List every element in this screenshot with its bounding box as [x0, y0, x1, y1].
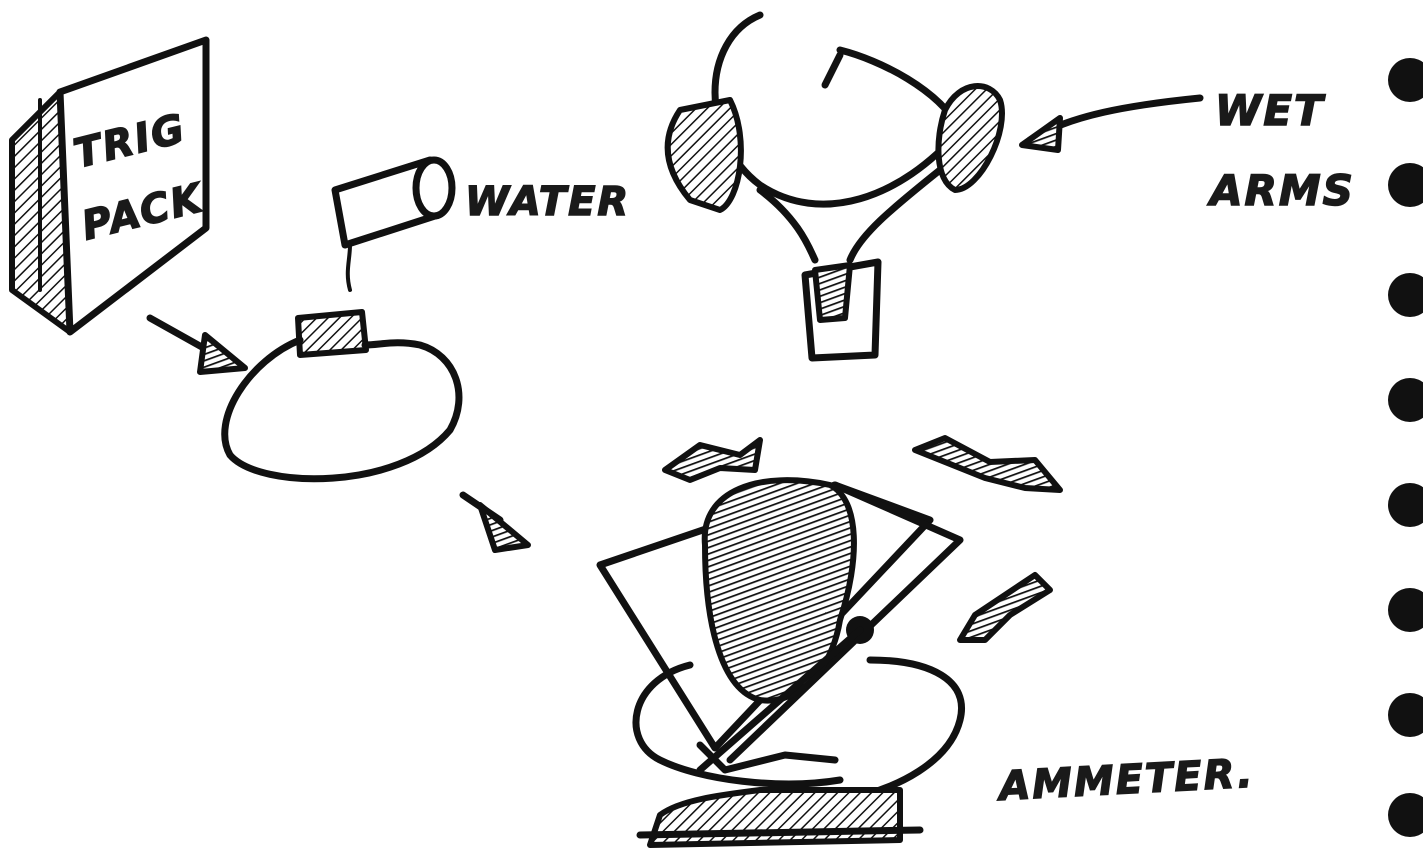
arrow-icon — [665, 440, 760, 480]
ammeter-label: AMMETER. — [995, 751, 1255, 810]
binding-hole-icon — [1388, 378, 1423, 422]
ammeter-device-icon — [600, 480, 962, 845]
binding-hole-icon — [1388, 483, 1423, 527]
binding-hole-icon — [1388, 163, 1423, 207]
wet-label-line1: WET — [1215, 86, 1326, 135]
binding-hole-icon — [1388, 693, 1423, 737]
binding-holes — [1388, 58, 1423, 837]
electrode-headband-icon — [668, 15, 1002, 358]
binding-hole-icon — [1388, 58, 1423, 102]
water-label: WATER — [465, 179, 630, 225]
binding-hole-icon — [1388, 793, 1423, 837]
wet-label-line2: ARMS — [1207, 166, 1355, 215]
arrow-icon — [150, 318, 245, 372]
arrow-icon — [1022, 98, 1200, 150]
arrow-icon — [463, 495, 528, 550]
binding-hole-icon — [1388, 273, 1423, 317]
arrow-icon — [960, 575, 1050, 640]
binding-hole-icon — [1388, 588, 1423, 632]
water-cup-icon — [335, 160, 452, 290]
mixing-bowl-icon — [225, 312, 459, 479]
pack-box-icon: TRIG PACK — [12, 40, 209, 332]
arrow-icon — [915, 438, 1060, 490]
